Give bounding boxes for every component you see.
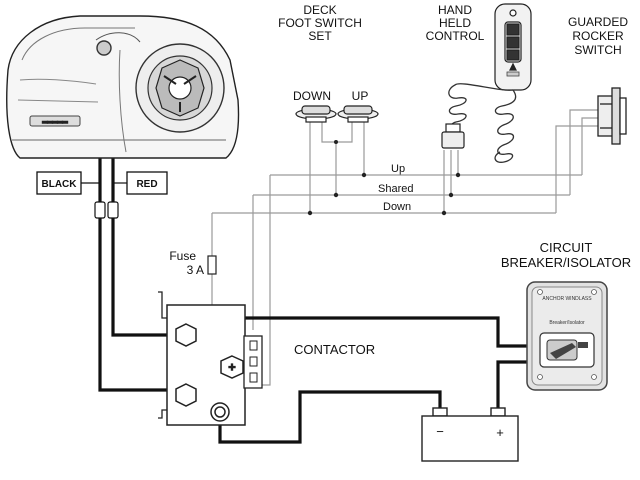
breaker-brand-text: ANCHOR WINDLASS [542, 296, 592, 302]
red-tag: RED [114, 171, 168, 195]
rocker-title-2: ROCKER [572, 29, 624, 43]
rocker-title-3: SWITCH [574, 43, 621, 57]
deck-switch-title-2: FOOT SWITCH [278, 16, 362, 30]
foot-down-label: DOWN [293, 89, 331, 103]
wire-up-label: Up [391, 163, 405, 175]
breaker-title-2: BREAKER/ISOLATOR [501, 255, 631, 270]
foot-down-wire-b [321, 122, 337, 195]
breaker-to-battery-cable [496, 360, 535, 408]
breaker-title-1: CIRCUIT [540, 240, 593, 255]
battery-icon [421, 407, 519, 462]
foot-switch-icon [295, 105, 379, 123]
contactor-to-battery-neg-cable [218, 390, 442, 444]
wire-down-label: Down [383, 201, 411, 213]
fuse-icon [207, 255, 217, 275]
rocker-wire-1 [581, 117, 600, 175]
foot-up-wire-a [336, 122, 353, 143]
contactor-plus-label: + [228, 360, 235, 374]
foot-up-label: UP [352, 89, 369, 103]
motor-brand-text: ▬▬▬▬▬ [43, 119, 68, 125]
hand-remote-icon [441, 3, 532, 163]
rocker-title-1: GUARDED [568, 15, 628, 29]
power-cables [98, 155, 535, 444]
contactor-icon: + [158, 291, 263, 426]
hand-control-title-3: CONTROL [426, 29, 485, 43]
rocker-wire-3 [555, 125, 600, 213]
windlass-motor-icon: ▬▬▬▬▬ [6, 15, 240, 159]
battery-minus-label: − [436, 424, 444, 439]
hand-control-title-2: HELD [439, 16, 471, 30]
deck-switch-title-1: DECK [303, 3, 336, 17]
red-label: RED [136, 179, 157, 190]
contactor-to-breaker-cable [230, 316, 535, 366]
junction-dots [307, 140, 461, 216]
circuit-breaker-icon: ANCHOR WINDLASS Breaker/Isolator [526, 281, 608, 391]
deck-switch-title-3: SET [308, 29, 332, 43]
rocker-switch-icon [597, 87, 627, 145]
fuse-rating: 3 A [187, 263, 204, 277]
breaker-plate-text: Breaker/Isolator [549, 320, 585, 326]
black-label: BLACK [42, 179, 78, 190]
battery-plus-label: + [496, 425, 504, 440]
wire-shared-label: Shared [378, 183, 413, 195]
hand-control-title-1: HAND [438, 3, 472, 17]
fuse-label: Fuse [169, 249, 196, 263]
rocker-wire-2 [569, 109, 600, 195]
motor-cable-connectors [94, 201, 119, 219]
black-tag: BLACK [36, 171, 99, 195]
contactor-label: CONTACTOR [294, 342, 375, 357]
